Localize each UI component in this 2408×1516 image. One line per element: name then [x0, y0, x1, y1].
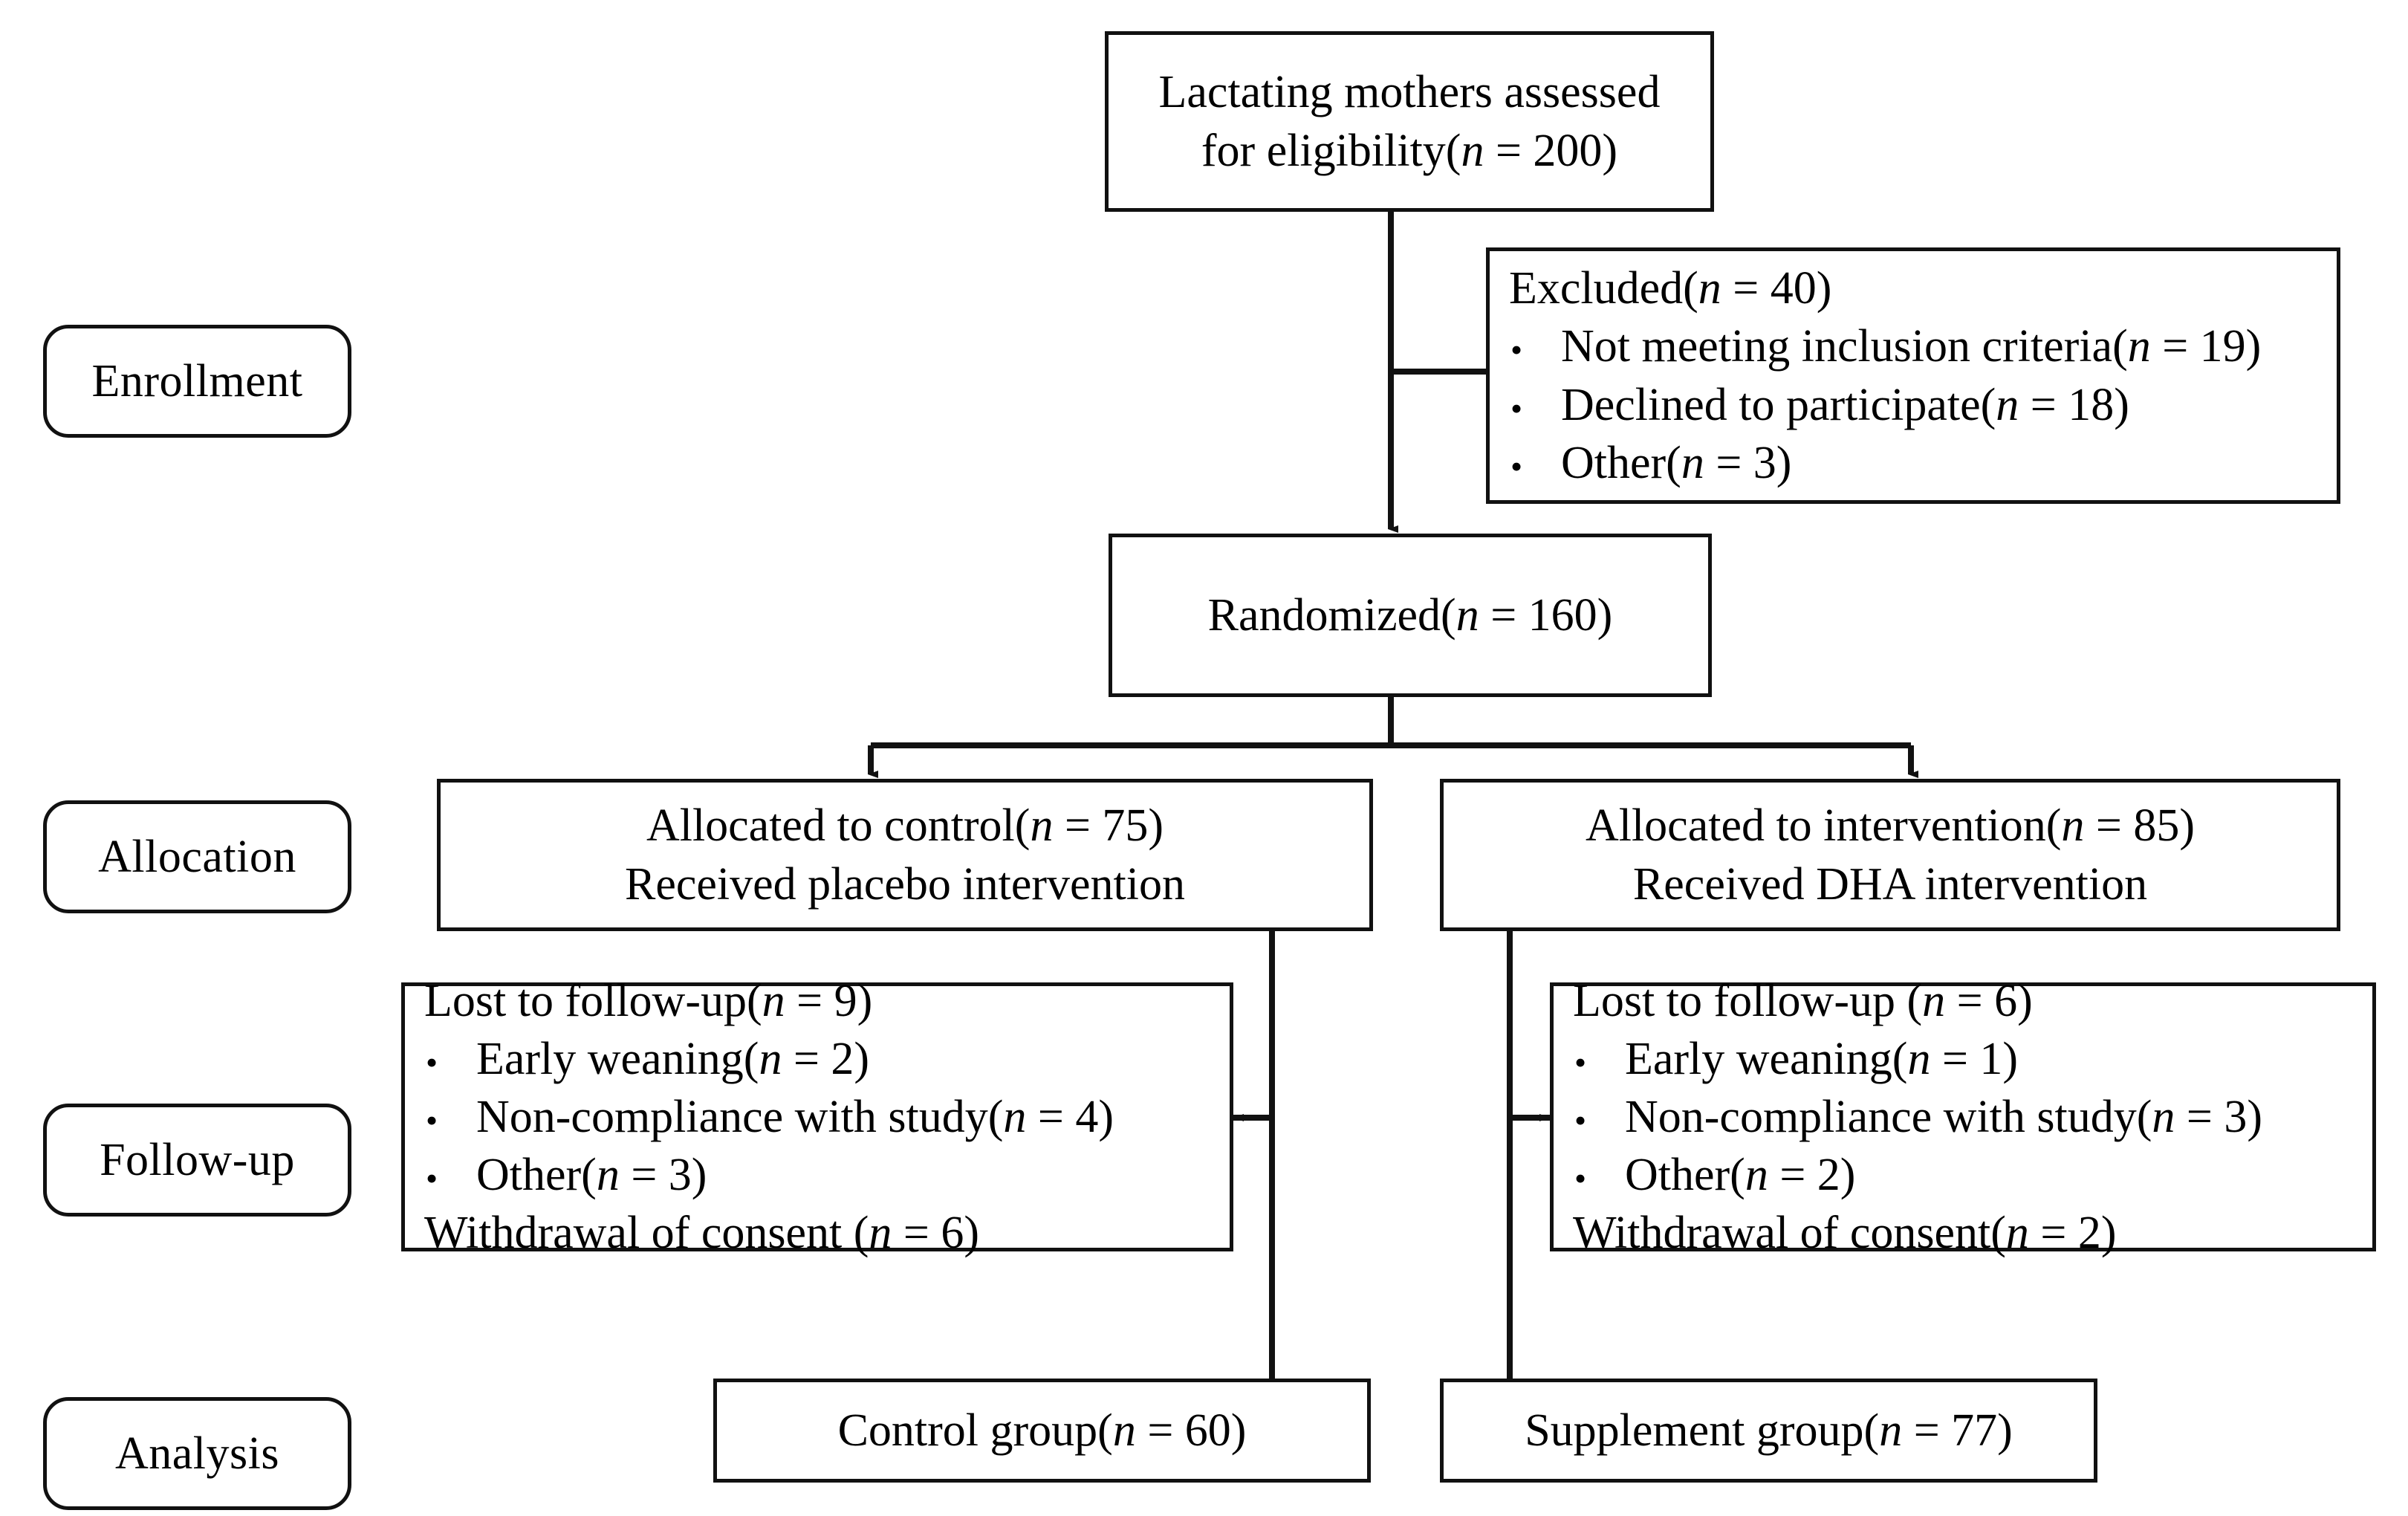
node-randomized-line1: Randomized(n = 160)	[1207, 589, 1613, 641]
italic-n: n	[1455, 589, 1479, 641]
italic-n: n	[1461, 125, 1484, 176]
bullet-icon: •	[1510, 447, 1523, 485]
node-excluded-bullet-2-text: Declined to participate(n = 18)	[1561, 379, 2129, 430]
node-followup-intervention-heading: Lost to follow-up (n = 6)	[1573, 975, 2033, 1026]
node-randomized: Randomized(n = 160)	[1109, 534, 1712, 697]
node-assessed-line2: for eligibility(n = 200)	[1201, 125, 1618, 176]
node-assessed-for-eligibility: Lactating mothers assessed for eligibili…	[1105, 31, 1714, 212]
node-excluded-heading: Excluded(n = 40)	[1509, 263, 1832, 314]
node-excluded-bullet-1-text: Not meeting inclusion criteria(n = 19)	[1561, 321, 2262, 372]
node-excluded-bullet-2: • Declined to participate(n = 18)	[1490, 376, 2337, 434]
node-followup-intervention-bullet-2-text: Non-compliance with study(n = 3)	[1625, 1091, 2263, 1142]
node-excluded-bullet-3: • Other(n = 3)	[1490, 434, 2337, 492]
stage-label-analysis: Analysis	[43, 1397, 351, 1510]
bullet-icon: •	[1510, 389, 1523, 427]
node-allocated-control-line1: Allocated to control(n = 75)	[646, 800, 1164, 852]
italic-n: n	[2061, 800, 2085, 852]
node-followup-control-bullet-2-text: Non-compliance with study(n = 4)	[476, 1091, 1114, 1142]
stage-label-enrollment-text: Enrollment	[91, 355, 303, 406]
node-followup-control-heading: Lost to follow-up(n = 9)	[424, 975, 873, 1026]
node-allocated-intervention-line1: Allocated to intervention(n = 85)	[1585, 800, 2196, 852]
italic-n: n	[1745, 1150, 1768, 1201]
node-followup-control-bullet-1-text: Early weaning(n = 2)	[476, 1033, 870, 1084]
node-followup-control-footer: Withdrawal of consent (n = 6)	[424, 1208, 979, 1259]
italic-n: n	[1922, 975, 1946, 1026]
bullet-icon: •	[1574, 1043, 1587, 1081]
bullet-icon: •	[426, 1101, 438, 1139]
node-analysis-control-line1: Control group(n = 60)	[837, 1405, 1247, 1456]
node-followup-control-bullet-1: • Early weaning(n = 2)	[405, 1030, 1230, 1088]
stage-label-allocation: Allocation	[43, 800, 351, 913]
italic-n: n	[1907, 1033, 1931, 1084]
stage-label-allocation-text: Allocation	[98, 831, 296, 882]
node-followup-intervention-bullet-1-text: Early weaning(n = 1)	[1625, 1033, 2019, 1084]
node-followup-control-bullet-3: • Other(n = 3)	[405, 1146, 1230, 1204]
node-allocated-intervention: Allocated to intervention(n = 85) Receiv…	[1440, 779, 2340, 931]
node-followup-control-bullet-2: • Non-compliance with study(n = 4)	[405, 1088, 1230, 1146]
bullet-icon: •	[426, 1043, 438, 1081]
stage-label-analysis-text: Analysis	[115, 1428, 279, 1479]
italic-n: n	[596, 1150, 620, 1201]
stage-label-followup: Follow-up	[43, 1104, 351, 1217]
italic-n: n	[1030, 800, 1054, 852]
node-analysis-control: Control group(n = 60)	[713, 1379, 1371, 1483]
bullet-icon: •	[1574, 1159, 1587, 1198]
node-followup-intervention-bullet-3-text: Other(n = 2)	[1625, 1150, 1856, 1201]
node-allocated-intervention-line2: Received DHA intervention	[1632, 858, 2148, 910]
node-followup-intervention-bullet-3: • Other(n = 2)	[1554, 1146, 2372, 1204]
italic-n: n	[869, 1208, 892, 1259]
italic-n: n	[1681, 437, 1704, 488]
italic-n: n	[762, 975, 785, 1026]
italic-n: n	[1879, 1405, 1903, 1456]
italic-n: n	[759, 1033, 782, 1084]
italic-n: n	[2152, 1091, 2175, 1142]
node-followup-intervention-bullet-1: • Early weaning(n = 1)	[1554, 1030, 2372, 1088]
node-allocated-control: Allocated to control(n = 75) Received pl…	[437, 779, 1373, 931]
stage-label-enrollment: Enrollment	[43, 325, 351, 438]
node-followup-intervention: Lost to follow-up (n = 6) • Early weanin…	[1550, 976, 2376, 1258]
node-followup-control-bullet-list: • Early weaning(n = 2) • Non-compliance …	[405, 1030, 1230, 1204]
node-followup-intervention-bullet-2: • Non-compliance with study(n = 3)	[1554, 1088, 2372, 1146]
node-excluded-bullet-1: • Not meeting inclusion criteria(n = 19)	[1490, 317, 2337, 375]
italic-n: n	[1112, 1405, 1136, 1456]
node-followup-control-bullet-3-text: Other(n = 3)	[476, 1150, 707, 1201]
italic-n: n	[1698, 263, 1721, 314]
node-allocated-control-line2: Received placebo intervention	[624, 858, 1186, 910]
node-analysis-intervention-line1: Supplement group(n = 77)	[1525, 1405, 2013, 1456]
bullet-icon: •	[426, 1159, 438, 1198]
node-followup-intervention-footer: Withdrawal of consent(n = 2)	[1573, 1208, 2117, 1259]
node-excluded-bullet-3-text: Other(n = 3)	[1561, 437, 1792, 488]
italic-n: n	[1003, 1091, 1027, 1142]
italic-n: n	[2005, 1208, 2029, 1259]
italic-n: n	[1996, 379, 2019, 430]
node-followup-intervention-bullet-list: • Early weaning(n = 1) • Non-compliance …	[1554, 1030, 2372, 1204]
bullet-icon: •	[1574, 1101, 1587, 1139]
node-excluded-bullet-list: • Not meeting inclusion criteria(n = 19)…	[1490, 317, 2337, 491]
node-excluded: Excluded(n = 40) • Not meeting inclusion…	[1486, 247, 2340, 504]
node-assessed-line1: Lactating mothers assessed	[1158, 67, 1661, 118]
node-analysis-intervention: Supplement group(n = 77)	[1440, 1379, 2097, 1483]
italic-n: n	[2127, 321, 2151, 372]
node-followup-control: Lost to follow-up(n = 9) • Early weaning…	[401, 976, 1233, 1258]
bullet-icon: •	[1510, 331, 1523, 369]
stage-label-followup-text: Follow-up	[100, 1134, 295, 1185]
